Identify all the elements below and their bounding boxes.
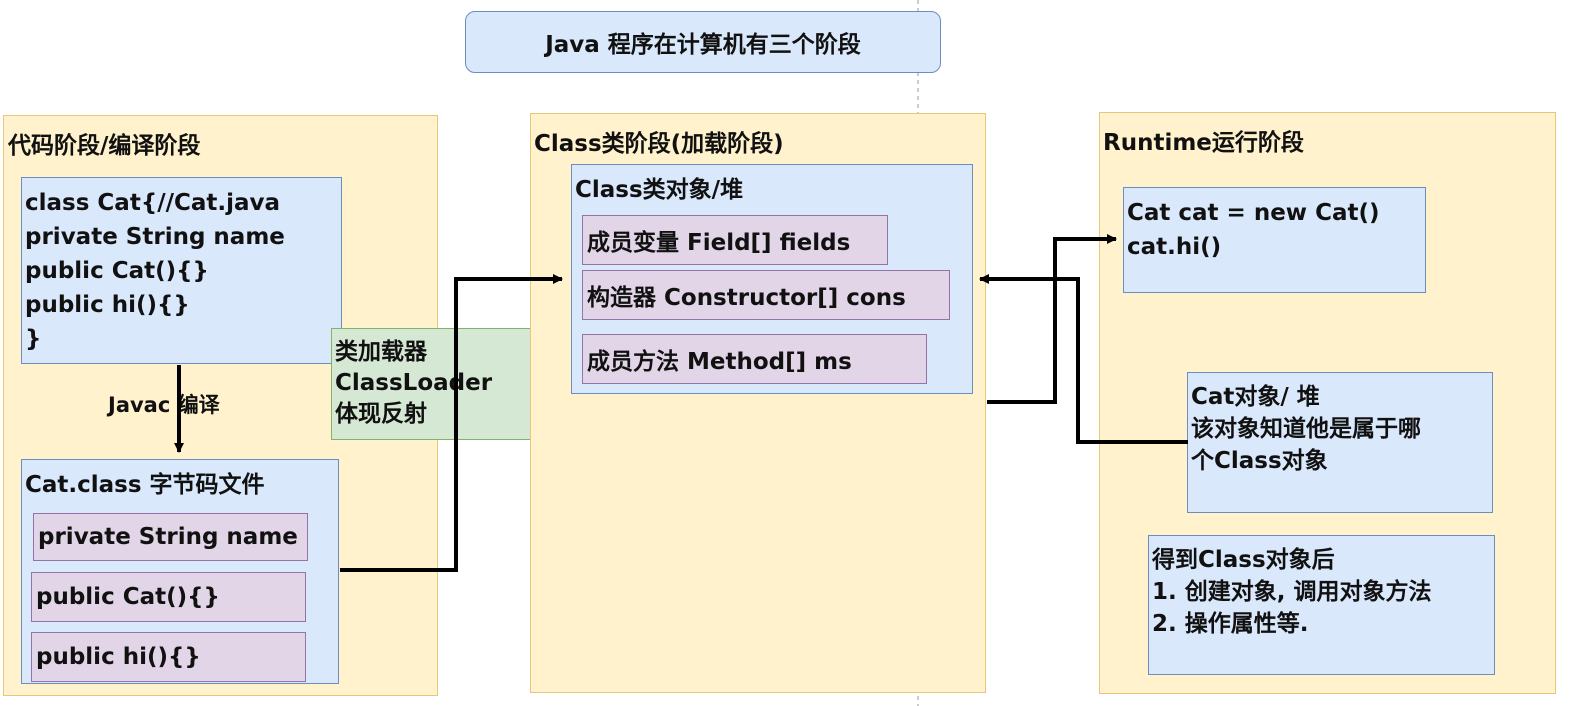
after-class-object-box: 得到Class对象后 1. 创建对象, 调用对象方法 2. 操作属性等.: [1148, 535, 1495, 675]
class-member-item: 成员变量 Field[] fields: [582, 215, 888, 265]
runtime-code-line: Cat cat = new Cat(): [1127, 200, 1380, 226]
classloader-box: 类加载器 ClassLoader 体现反射: [331, 328, 541, 440]
class-object-title: Class类对象/堆: [575, 177, 744, 203]
runtime-code-box: Cat cat = new Cat() cat.hi(): [1123, 187, 1426, 293]
stage-runtime-title: Runtime运行阶段: [1103, 130, 1304, 156]
source-line: }: [25, 326, 42, 352]
source-line: public hi(){}: [25, 292, 190, 318]
after-line: 1. 创建对象, 调用对象方法: [1152, 579, 1432, 605]
cat-object-line: 该对象知道他是属于哪: [1191, 416, 1421, 442]
bytecode-item: public Cat(){}: [31, 572, 306, 622]
diagram-title: Java 程序在计算机有三个阶段: [465, 11, 941, 73]
stage-code-compile-title: 代码阶段/编译阶段: [8, 133, 201, 159]
compile-label: Javac 编译: [108, 393, 220, 417]
cat-object-line: 个Class对象: [1191, 448, 1328, 474]
cat-object-box: Cat对象/ 堆 该对象知道他是属于哪 个Class对象: [1187, 372, 1493, 513]
classloader-line: ClassLoader: [335, 370, 493, 396]
source-line: private String name: [25, 224, 285, 250]
after-line: 得到Class对象后: [1152, 547, 1335, 573]
source-line: class Cat{//Cat.java: [25, 190, 281, 216]
bytecode-item: public hi(){}: [31, 632, 306, 682]
source-line: public Cat(){}: [25, 258, 209, 284]
classloader-line: 类加载器: [335, 339, 427, 365]
classloader-line: 体现反射: [335, 401, 427, 427]
class-member-item: 成员方法 Method[] ms: [582, 334, 927, 384]
stage-class-loading-title: Class类阶段(加载阶段): [534, 131, 784, 157]
bytecode-title: Cat.class 字节码文件: [25, 472, 265, 498]
after-line: 2. 操作属性等.: [1152, 611, 1309, 637]
runtime-code-line: cat.hi(): [1127, 234, 1222, 260]
class-member-item: 构造器 Constructor[] cons: [582, 270, 950, 320]
source-code-box: class Cat{//Cat.java private String name…: [21, 177, 342, 364]
cat-object-line: Cat对象/ 堆: [1191, 384, 1320, 410]
instantiate-arrow: [987, 234, 1117, 404]
bytecode-item: private String name: [33, 513, 308, 561]
